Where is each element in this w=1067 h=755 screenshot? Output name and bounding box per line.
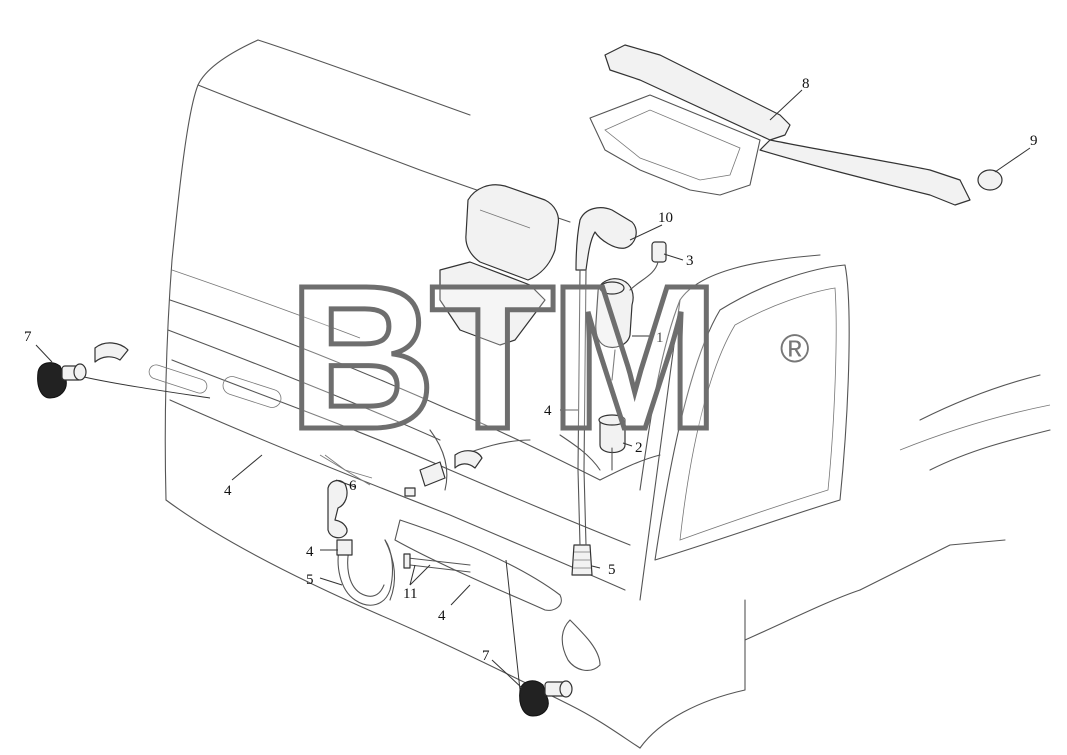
filter bbox=[599, 419, 626, 454]
callout-5-right: 5 bbox=[608, 562, 616, 578]
callout-1: 1 bbox=[656, 330, 664, 346]
washer-pump bbox=[595, 278, 634, 471]
wiper-cap bbox=[977, 169, 1003, 191]
callout-10: 10 bbox=[658, 210, 673, 226]
callout-4-left: 4 bbox=[224, 483, 232, 499]
callout-4-coil: 4 bbox=[306, 544, 314, 560]
jet-nozzle-7-right bbox=[505, 559, 573, 717]
door-window bbox=[654, 264, 850, 561]
bolts-11 bbox=[403, 553, 471, 573]
nozzle-5-right bbox=[571, 544, 593, 576]
connector-3 bbox=[629, 241, 667, 291]
callout-2: 2 bbox=[635, 440, 643, 456]
leader-lines bbox=[35, 89, 1031, 689]
hose-10 bbox=[575, 207, 637, 471]
callout-7-left: 7 bbox=[24, 329, 32, 345]
cab-outline bbox=[164, 39, 1051, 749]
callout-4-lower: 4 bbox=[438, 608, 446, 624]
callout-7-right: 7 bbox=[482, 648, 490, 664]
callout-4-pump: 4 bbox=[544, 403, 552, 419]
callout-6: 6 bbox=[349, 478, 357, 494]
callout-5-coil: 5 bbox=[306, 572, 314, 588]
hose-fragments bbox=[94, 342, 483, 497]
clip-6 bbox=[324, 454, 373, 539]
jet-nozzle-7-left bbox=[37, 362, 211, 399]
hose-4-vertical bbox=[577, 469, 587, 546]
registered-mark: ® bbox=[780, 327, 809, 371]
watermark-text: BTM bbox=[288, 243, 714, 472]
washer-reservoir bbox=[439, 184, 560, 346]
btm-watermark: BTM ® bbox=[286, 241, 810, 475]
callout-8: 8 bbox=[802, 76, 810, 92]
front-grille bbox=[148, 359, 631, 671]
callout-3: 3 bbox=[686, 253, 694, 269]
callout-labels: 8 9 10 3 1 2 4 5 4 5 11 4 4 6 7 7 bbox=[24, 76, 1038, 664]
coil-hose bbox=[336, 539, 396, 606]
callout-9: 9 bbox=[1030, 133, 1038, 149]
wiper-assembly bbox=[589, 44, 1003, 206]
callout-11: 11 bbox=[403, 586, 417, 602]
